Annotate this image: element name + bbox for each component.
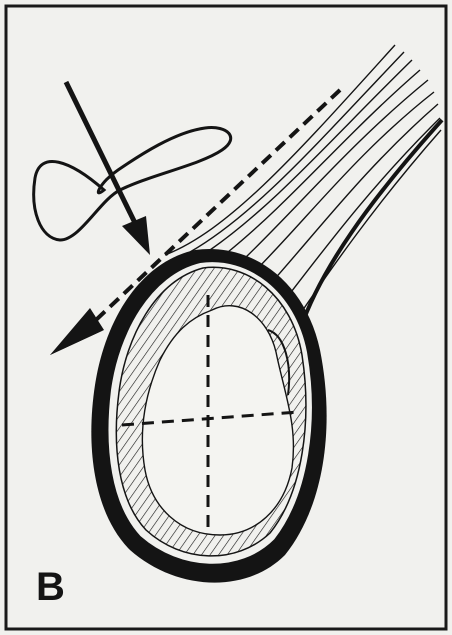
panel-label: B — [36, 567, 65, 607]
